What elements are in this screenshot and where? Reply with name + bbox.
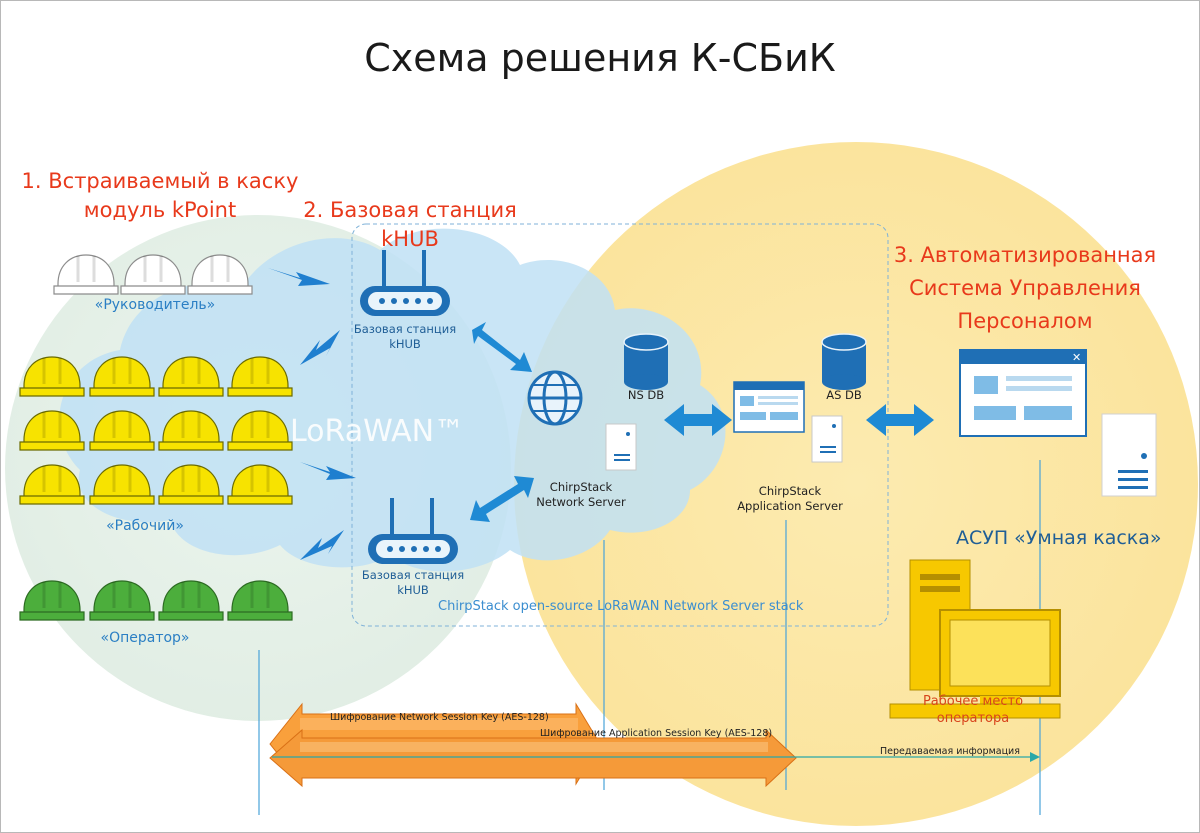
- double-arrow-icon: [664, 404, 732, 436]
- workstation-icon: [889, 559, 1061, 719]
- green-helmet-icon: [157, 579, 225, 622]
- network-key-label: Шифрование Network Session Key (AES-128): [330, 712, 549, 723]
- network-server-label: ChirpStack Network Server: [536, 480, 626, 509]
- info-label: Передаваемая информация: [880, 746, 1020, 757]
- lightning-icon: [300, 462, 356, 480]
- yellow-helmet-icon: [18, 355, 86, 398]
- base-station-1-label: Базовая станция kHUB: [353, 322, 457, 351]
- page-title: Схема решения К-СБиК: [364, 36, 836, 80]
- yellow-helmet-icon: [157, 409, 225, 452]
- lightning-icon: [268, 268, 330, 286]
- yellow-helmet-icon: [226, 355, 294, 398]
- database-icon: [623, 333, 669, 390]
- asup-product-label: АСУП «Умная каска»: [956, 527, 1162, 549]
- database-icon: [821, 333, 867, 390]
- section-kpoint-heading: 1. Встраиваемый в каску модуль kPoint: [21, 169, 299, 222]
- workstation-label: Рабочее место оператора: [922, 694, 1024, 726]
- radio-links: [268, 268, 356, 560]
- asup-window-icon: ✕: [959, 349, 1087, 437]
- globe-icon: [527, 370, 583, 426]
- app-window-icon: [733, 381, 805, 433]
- svg-text:✕: ✕: [1072, 351, 1081, 364]
- server-tower-icon: [1101, 413, 1157, 497]
- section-khub-heading: 2. Базовая станция kHUB: [303, 198, 517, 251]
- helmet-group-operator: [18, 579, 294, 622]
- base-station-2-label: Базовая станция kHUB: [361, 568, 465, 597]
- double-arrow-icon: [866, 404, 934, 436]
- app-key-label: Шифрование Application Session Key (AES-…: [540, 728, 773, 739]
- double-arrow-icon: [472, 322, 532, 372]
- encryption-flows: [269, 702, 1040, 788]
- app-server-label: ChirpStack Application Server: [737, 484, 843, 513]
- server-tower-icon: [605, 423, 637, 471]
- manager-label: «Руководитель»: [94, 297, 216, 313]
- router-icon: [360, 250, 450, 316]
- as-db-label: AS DB: [826, 388, 862, 402]
- server-tower-icon: [811, 415, 843, 463]
- lightning-icon: [300, 530, 344, 560]
- section-asup-heading: 3. Автоматизированная Система Управления…: [893, 243, 1157, 333]
- white-helmet-icon: [186, 253, 254, 296]
- double-arrow-icon: [470, 476, 534, 522]
- green-helmet-icon: [226, 579, 294, 622]
- helmet-group-manager: [52, 253, 254, 296]
- lorawan-label: LoRaWAN™: [290, 414, 465, 449]
- yellow-helmet-icon: [157, 355, 225, 398]
- link-arrows: [470, 322, 934, 522]
- yellow-helmet-icon: [88, 355, 156, 398]
- yellow-helmet-icon: [157, 463, 225, 506]
- yellow-helmet-icon: [88, 463, 156, 506]
- lightning-icon: [300, 330, 340, 365]
- stack-label: ChirpStack open-source LoRaWAN Network S…: [438, 599, 804, 614]
- white-helmet-icon: [119, 253, 187, 296]
- green-helmet-icon: [88, 579, 156, 622]
- yellow-helmet-icon: [18, 463, 86, 506]
- lorawan-cloud: [59, 228, 726, 572]
- yellow-helmet-icon: [226, 463, 294, 506]
- white-helmet-icon: [52, 253, 120, 296]
- router-icon: [368, 498, 458, 564]
- operator-label: «Оператор»: [100, 630, 190, 646]
- worker-label: «Рабочий»: [106, 518, 184, 534]
- yellow-helmet-icon: [88, 409, 156, 452]
- green-helmet-icon: [18, 579, 86, 622]
- yellow-helmet-icon: [18, 409, 86, 452]
- helmet-group-worker: [18, 355, 294, 506]
- yellow-helmet-icon: [226, 409, 294, 452]
- ns-db-label: NS DB: [627, 388, 665, 402]
